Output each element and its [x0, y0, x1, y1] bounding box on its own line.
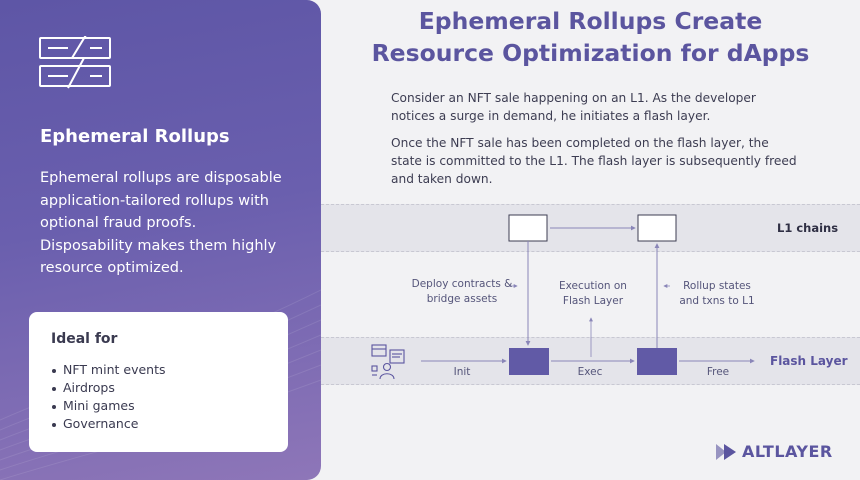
left-panel-description: Ephemeral rollups are disposable applica… [40, 170, 282, 276]
flow-diagram: L1 chains Flash Layer Deploy contracts &… [321, 200, 860, 400]
brand-name: ALTLAYER [742, 442, 833, 461]
list-item: NFT mint events [51, 361, 288, 379]
rollup-label: Rollup states and txns to L1 [673, 279, 761, 309]
page-title-line2: Resource Optimization for dApps [371, 39, 810, 67]
rollup-label-line2: and txns to L1 [679, 295, 755, 307]
l1-block-start [508, 214, 548, 242]
flow-diagram-svg [371, 214, 755, 380]
flash-block-start [509, 348, 549, 375]
developer-icon [371, 344, 405, 380]
init-label: Init [453, 366, 471, 378]
execution-label-line1: Execution on [559, 280, 627, 292]
altlayer-logo-icon [716, 444, 736, 460]
list-item: Airdrops [51, 379, 288, 397]
exec-label: Exec [577, 366, 603, 378]
execution-label: Execution on Flash Layer [549, 279, 637, 309]
free-label: Free [706, 366, 730, 378]
ideal-for-title: Ideal for [51, 331, 118, 347]
list-item: Mini games [51, 397, 288, 415]
left-panel: Ephemeral Rollups Ephemeral rollups are … [0, 0, 321, 480]
flash-layer-icon [39, 36, 111, 89]
flash-block-end [637, 348, 677, 375]
deploy-label: Deploy contracts & bridge assets [409, 277, 515, 307]
l1-chains-label: L1 chains [777, 221, 839, 235]
execution-label-line2: Flash Layer [562, 295, 624, 307]
left-panel-title: Ephemeral Rollups [40, 126, 230, 147]
list-item: Governance [51, 415, 288, 433]
deploy-label-line1: Deploy contracts & [411, 278, 513, 290]
ideal-for-card: Ideal for NFT mint events Airdrops Mini … [29, 312, 288, 452]
deploy-label-line2: bridge assets [426, 293, 498, 305]
l1-block-end [637, 214, 677, 242]
intro-paragraph: Consider an NFT sale happening on an L1.… [391, 91, 756, 123]
flash-layer-label: Flash Layer [770, 354, 848, 368]
rollup-label-line1: Rollup states [683, 280, 751, 292]
outcome-paragraph: Once the NFT sale has been completed on … [391, 136, 797, 186]
page-title: Ephemeral Rollups Create Resource Optimi… [321, 5, 860, 69]
ideal-for-list: NFT mint events Airdrops Mini games Gove… [51, 361, 288, 433]
page-title-line1: Ephemeral Rollups Create [418, 7, 763, 35]
